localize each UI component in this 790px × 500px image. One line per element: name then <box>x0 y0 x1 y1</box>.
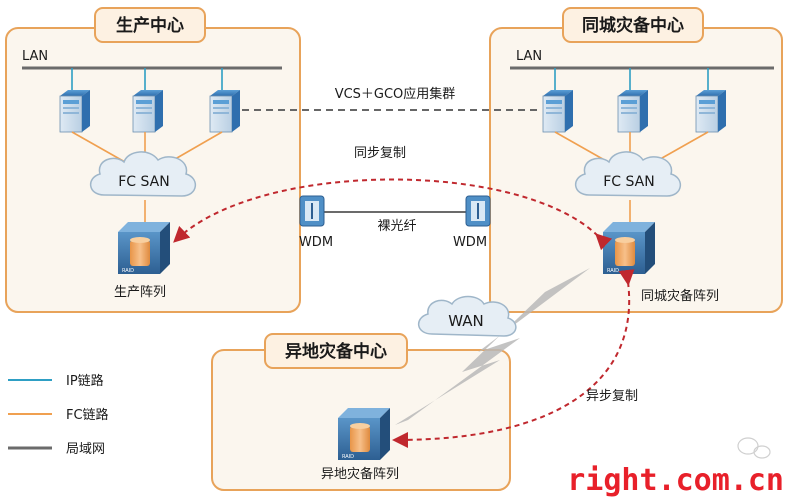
production-san-label: FC SAN <box>118 174 169 190</box>
local-dr-raid-array: RAID <box>603 222 655 274</box>
cluster-label: VCS＋GCO应用集群 <box>335 86 456 102</box>
async-label: 异步复制 <box>586 389 638 404</box>
sync-replication-arrow <box>173 178 613 251</box>
production-fc-san-cloud: FC SAN <box>90 151 196 197</box>
remote-dr-title: 异地灾备中心 <box>285 341 387 362</box>
remote-dr-title-tab: 异地灾备中心 <box>264 333 408 369</box>
local-dr-san-label: FC SAN <box>603 174 654 190</box>
local-dr-array-label: 同城灾备阵列 <box>641 288 719 304</box>
async-replication-arrow <box>392 269 635 448</box>
production-ip-links <box>71 68 223 90</box>
legend-fc-label: FC链路 <box>66 407 109 423</box>
local-dr-lan-label: LAN <box>516 49 542 64</box>
raid-label: RAID <box>607 268 619 274</box>
legend-lan-label: 局域网 <box>66 442 105 457</box>
local-dr-title-tab: 同城灾备中心 <box>562 7 704 43</box>
sync-label: 同步复制 <box>354 146 406 161</box>
production-server-2-icon <box>132 90 163 133</box>
production-lan-label: LAN <box>22 49 48 64</box>
local-dr-fc-san-cloud: FC SAN <box>575 151 681 197</box>
local-dr-title: 同城灾备中心 <box>582 15 684 36</box>
local-dr-server-3-icon <box>695 90 726 133</box>
production-title-tab: 生产中心 <box>94 7 206 43</box>
wechat-watermark-icon <box>737 437 771 459</box>
production-title: 生产中心 <box>116 15 184 36</box>
local-dr-server-1-icon <box>542 90 573 133</box>
remote-dr-array-label: 异地灾备阵列 <box>321 466 399 482</box>
legend-ip-label: IP链路 <box>66 373 104 389</box>
production-array-label: 生产阵列 <box>114 285 166 300</box>
production-server-3-icon <box>209 90 240 133</box>
local-dr-server-2-icon <box>617 90 648 133</box>
fiber-label: 裸光纤 <box>377 219 416 234</box>
wan-label: WAN <box>448 312 484 330</box>
site-watermark: right.com.cn <box>567 463 784 498</box>
wdm-left-label: WDM <box>299 235 333 250</box>
local-dr-ip-links <box>554 68 709 90</box>
legend: IP链路 FC链路 局域网 <box>8 373 109 457</box>
raid-label: RAID <box>342 454 354 460</box>
remote-dr-raid-array: RAID <box>338 408 390 460</box>
wdm-left-device <box>299 195 325 227</box>
wdm-right-label: WDM <box>453 235 487 250</box>
production-server-1-icon <box>59 90 90 133</box>
wdm-right-device <box>465 195 491 227</box>
wan-cloud: WAN <box>418 295 517 337</box>
production-raid-array: RAID <box>118 222 170 274</box>
raid-label: RAID <box>122 268 134 274</box>
